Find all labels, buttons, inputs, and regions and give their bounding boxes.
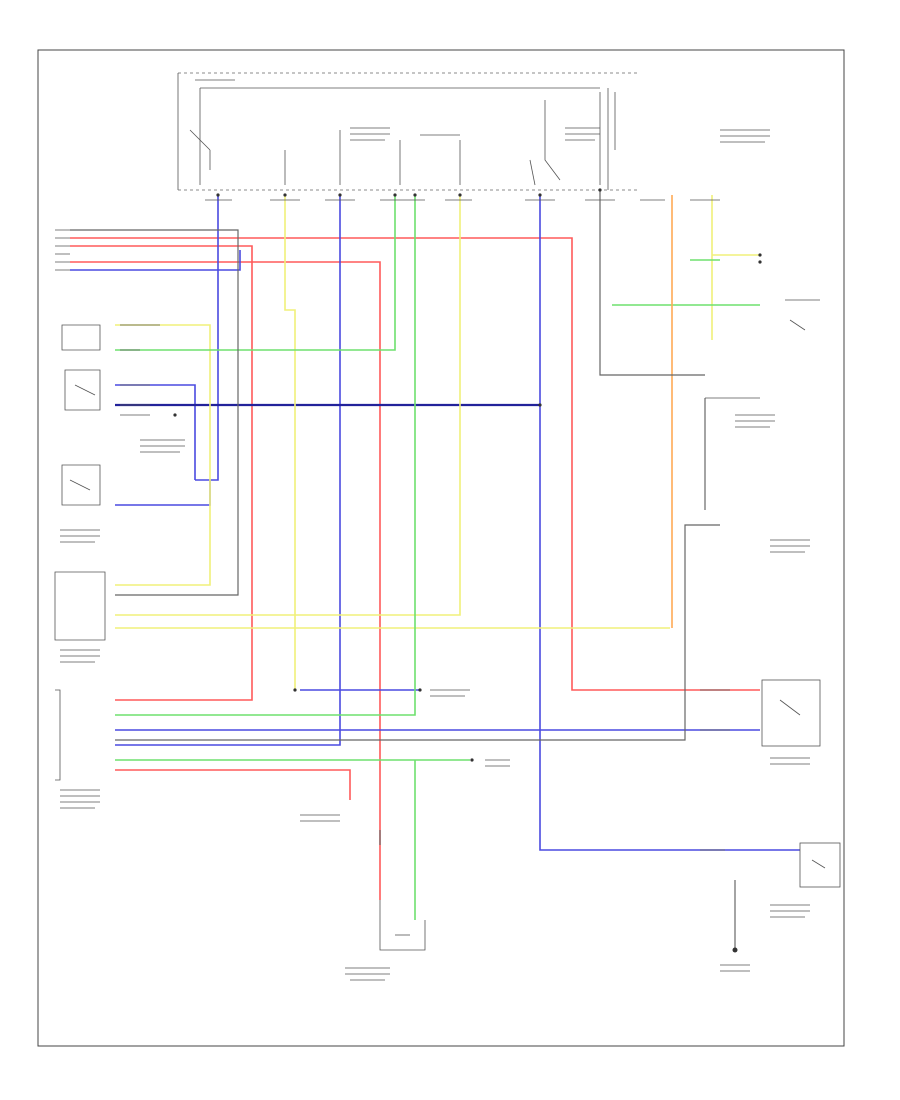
wire-red — [70, 237, 760, 900]
connector-ticks — [60, 199, 810, 981]
ac-pressure-switch — [61, 324, 101, 411]
ground-symbol — [732, 947, 738, 953]
top-label-blocks — [100, 79, 770, 143]
underhood-fuse-box — [177, 72, 640, 191]
condenser-fan-relay — [54, 571, 106, 641]
condenser-fan-motor — [799, 842, 841, 888]
engine-coolant-temp-switch — [785, 299, 820, 331]
wire-green — [115, 195, 760, 920]
diagram-border — [37, 49, 845, 1047]
wire-gray — [70, 190, 736, 950]
left-harness-labels — [55, 229, 70, 271]
wire-yellow — [115, 195, 760, 690]
ac-compressor-relay — [61, 464, 101, 506]
ac-compressor-clutch — [379, 900, 426, 951]
wire-blue — [70, 195, 800, 851]
junction-dots — [173, 188, 762, 762]
powertrain-control-module — [55, 689, 61, 781]
radiator-fan-motor — [761, 679, 821, 747]
